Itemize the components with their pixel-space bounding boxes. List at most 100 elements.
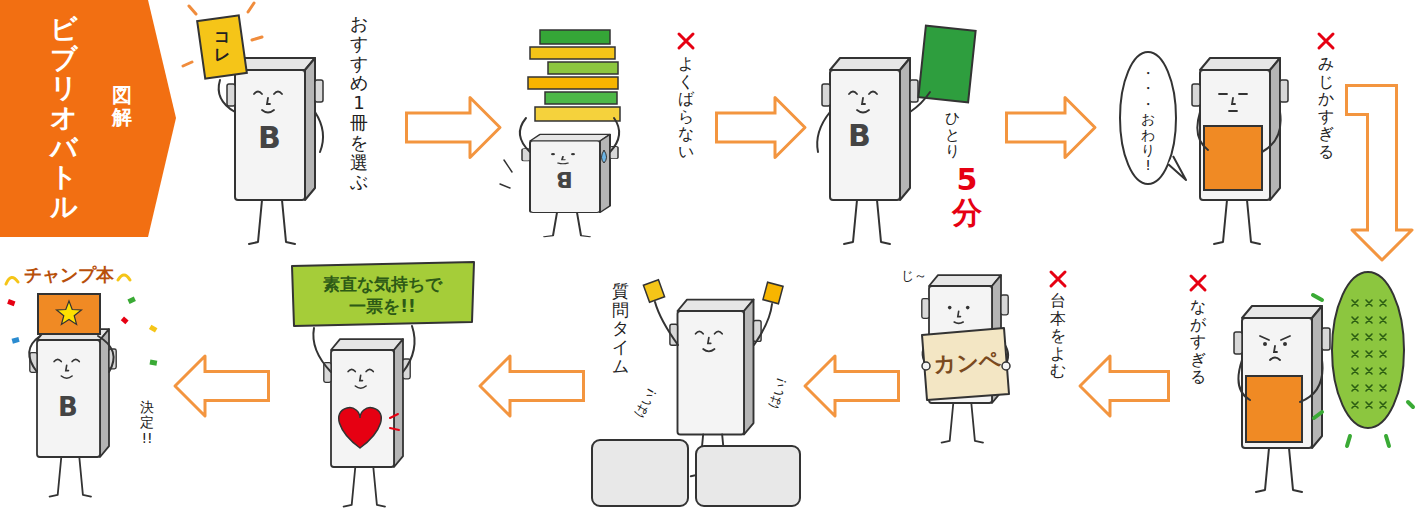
panel-greedy-figure <box>548 62 618 74</box>
flow-arrow <box>715 98 805 158</box>
panel-short-figure <box>1120 52 1176 184</box>
panel-long-figure <box>1191 272 1413 492</box>
panel-long-figure <box>1332 272 1404 428</box>
panel-choose-figure <box>197 15 247 78</box>
step-caption: 質問タイム <box>612 282 629 375</box>
arrow-fill <box>508 373 582 399</box>
step-panel: ・・・おわり!みじかすぎる <box>1095 5 1345 250</box>
step-panel: Bひとり5分 <box>805 5 1005 250</box>
panel-champion-figure <box>121 317 129 325</box>
arrow-head <box>480 356 510 416</box>
flow-arrow <box>805 356 900 416</box>
panel-greedy-figure <box>535 107 620 121</box>
panel-greedy-figure <box>528 77 618 89</box>
panel-greedy-figure <box>679 34 693 48</box>
panel-champion-figure <box>30 329 116 496</box>
body-logo: B <box>258 120 281 156</box>
title-banner <box>0 0 176 237</box>
step-panel: コレ B おすすめ1冊を選ぶ <box>185 5 405 250</box>
ng-caption: 台本をよむ <box>1050 292 1066 380</box>
panel-short-figure <box>1319 34 1333 48</box>
panel-short-figure <box>1168 156 1186 180</box>
panel-champion-figure <box>54 359 79 378</box>
arrow-head <box>805 356 835 416</box>
panel-time-figure <box>817 26 975 244</box>
panel-long-figure <box>1191 276 1205 290</box>
panel-short-figure <box>1219 94 1247 111</box>
panel-script-figure <box>922 272 1065 443</box>
panel-long-figure <box>1246 376 1302 442</box>
panel-question-figure <box>643 280 664 302</box>
panel-greedy-figure <box>522 134 618 236</box>
flow-arrow <box>1345 100 1412 260</box>
panel-question-figure <box>696 331 723 351</box>
step-panel: 質問タイムはい!はい! <box>585 260 805 512</box>
speech-text: はい! <box>765 375 790 410</box>
panel-champion-figure <box>29 336 113 372</box>
body-logo: B <box>58 392 78 423</box>
ng-caption: ながすぎる <box>1190 298 1206 386</box>
panel-long-figure <box>1238 360 1322 402</box>
panel-time-figure <box>822 58 918 244</box>
panel-question-figure <box>696 446 800 506</box>
arrow-fill <box>408 115 472 141</box>
panel-script-figure <box>922 328 1009 400</box>
panel-long-figure <box>1313 295 1413 446</box>
panel-short-figure <box>1192 58 1288 244</box>
book-label: コレ <box>214 28 230 63</box>
arrow-fill <box>203 373 267 399</box>
panel-choose-figure <box>254 92 282 113</box>
panel-vote-figure <box>339 408 382 448</box>
panel-champion-figure <box>7 299 15 306</box>
step-caption: 決定!! <box>140 400 154 446</box>
flow-arrow <box>405 98 500 158</box>
title-text: ビブリオバトル <box>50 14 77 222</box>
panel-greedy-figure <box>602 150 607 163</box>
flow-arrow <box>175 356 270 416</box>
panel-champion-figure <box>38 294 100 334</box>
panel-script-figure <box>1051 272 1065 286</box>
panel-greedy-figure <box>500 160 512 188</box>
panel-question-figure <box>655 302 772 345</box>
panel-greedy-figure <box>540 30 610 44</box>
panel-greedy-figure <box>551 153 575 164</box>
panel-vote-figure <box>313 326 414 372</box>
step-panel: 素直な気持ちで 一票を!! <box>270 260 480 512</box>
panel-champion-figure <box>57 301 82 325</box>
panel-champion-figure <box>6 275 157 497</box>
arrow-head <box>470 98 500 158</box>
panel-vote-figure <box>390 414 399 430</box>
panel-greedy-figure <box>545 92 617 104</box>
body-logo: B <box>848 118 871 154</box>
panel-champion-figure <box>149 325 158 333</box>
panel-choose-figure <box>183 3 323 244</box>
arrow-head <box>1352 230 1412 260</box>
panel-script-figure <box>922 362 930 370</box>
award-title: チャンプ本 <box>24 264 114 286</box>
speech-text: はい! <box>631 385 660 420</box>
panel-question-figure <box>763 282 783 304</box>
panel-choose-figure <box>183 3 262 66</box>
arrow-fill <box>833 373 897 399</box>
panel-vote-figure <box>292 262 474 326</box>
panel-greedy-figure <box>520 118 619 152</box>
banner-text: 素直な気持ちで 一票を!! <box>318 273 447 317</box>
body-logo: B <box>556 166 573 192</box>
step-caption: おすすめ1冊を選ぶ <box>350 14 368 192</box>
panel-champion-figure <box>12 337 20 344</box>
panel-greedy-figure <box>530 47 615 59</box>
speech-text: ・・・おわり! <box>1141 66 1155 174</box>
panel-script-figure <box>922 275 1008 442</box>
panel-time-figure <box>849 92 877 113</box>
panel-time-figure <box>918 26 975 103</box>
time-limit: 5分 <box>952 163 982 229</box>
panel-long-figure <box>1234 306 1330 492</box>
panel-script-figure <box>948 306 970 324</box>
panel-question-figure <box>592 440 688 506</box>
panel-vote-figure <box>324 339 410 506</box>
panel-long-figure <box>1352 300 1386 408</box>
panel-greedy-figure <box>500 30 693 237</box>
